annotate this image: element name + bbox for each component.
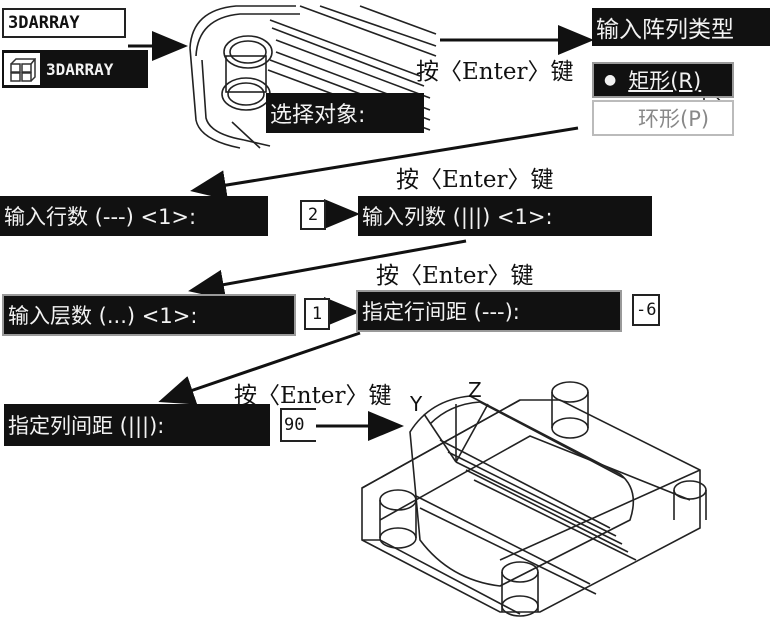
option-rectangular-label: 矩形(R) xyxy=(628,69,702,93)
toolbar-3darray-item[interactable]: 3DARRAY xyxy=(2,50,148,88)
input-row-spacing[interactable]: -6 xyxy=(632,294,660,326)
bullet-icon: ● xyxy=(604,72,617,88)
option-polar[interactable]: 环形(P) xyxy=(592,100,734,136)
arrow-to-rows xyxy=(190,126,579,201)
prompt-row-spacing: 指定行间距 (---): xyxy=(356,290,622,332)
axis-z-label: Z xyxy=(468,378,482,402)
prompt-cols: 输入列数 (|||) <1>: xyxy=(358,196,652,236)
prompt-levels: 输入层数 (...) <1>: xyxy=(2,294,296,336)
prompt-select-objects: 选择对象: xyxy=(266,93,424,133)
prompt-col-spacing: 指定列间距 (|||): xyxy=(4,404,270,446)
toolbar-3darray-label: 3DARRAY xyxy=(46,59,114,79)
label-enter-3: 按〈Enter〉键 xyxy=(376,263,534,289)
result-part-wireframe xyxy=(361,381,707,617)
input-levels[interactable]: 1 xyxy=(304,298,330,330)
3d-array-icon xyxy=(4,53,40,85)
prompt-array-type: 输入阵列类型 xyxy=(592,8,770,46)
arrow-to-col-spacing xyxy=(158,331,361,405)
arrow-to-levels xyxy=(188,239,467,300)
label-enter-2: 按〈Enter〉键 xyxy=(396,167,554,193)
prompt-rows: 输入行数 (---) <1>: xyxy=(0,196,268,236)
axis-y-label: Y xyxy=(410,392,423,416)
option-rectangular[interactable]: ● 矩形(R) xyxy=(592,62,734,98)
input-rows[interactable]: 2 xyxy=(300,200,326,230)
command-input-box[interactable]: 3DARRAY xyxy=(2,8,126,38)
input-col-spacing[interactable]: 90 xyxy=(280,408,316,442)
label-enter-1: 按〈Enter〉键 xyxy=(416,59,574,85)
